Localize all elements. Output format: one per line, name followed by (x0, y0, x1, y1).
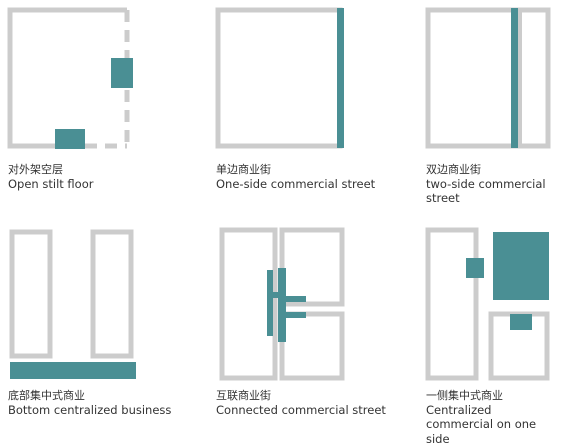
figure-connected-commercial-street (219, 227, 345, 381)
caption-en: Connected commercial street (216, 402, 386, 417)
caption-zh: 单边商业街 (216, 163, 271, 176)
caption-bottom-centralized-business: 底部集中式商业 Bottom centralized business (8, 389, 171, 417)
caption-open-stilt-floor: 对外架空层 Open stilt floor (8, 163, 93, 191)
building-outline-left (9, 229, 53, 359)
connector-spine (267, 270, 273, 336)
commercial-podium (10, 362, 136, 379)
figure-bottom-centralized-business (9, 229, 136, 379)
commercial-block-main (493, 232, 549, 300)
building-outline-top-right (279, 227, 345, 307)
figure-one-side-commercial-street (215, 7, 344, 149)
caption-en: Centralized commercial on one side (426, 402, 537, 446)
caption-zh: 互联商业街 (216, 389, 271, 402)
connector-link (267, 292, 280, 298)
connector-bridge (278, 296, 306, 302)
building-outline-bottom-right (279, 311, 345, 381)
caption-en: Bottom centralized business (8, 402, 172, 417)
building-outline (215, 7, 343, 149)
building-outline (425, 7, 551, 149)
figure-centralized-commercial-one-side (425, 227, 550, 381)
building-outline-right (90, 229, 134, 359)
caption-centralized-commercial-one-side: 一侧集中式商业 Centralized commercial on one si… (426, 389, 562, 446)
caption-two-side-commercial-street: 双边商业街 two-side commercial street (426, 163, 567, 206)
caption-en: One-side commercial street (216, 176, 376, 191)
caption-en: Open stilt floor (8, 176, 94, 191)
figure-open-stilt-floor (7, 7, 133, 149)
figure-two-side-commercial-street (425, 7, 551, 149)
commercial-strip (337, 8, 344, 148)
caption-zh: 底部集中式商业 (8, 389, 85, 402)
commercial-block-bottom (55, 129, 85, 149)
building-outline-left (219, 227, 278, 381)
commercial-block-right (111, 58, 133, 88)
caption-zh: 一侧集中式商业 (426, 389, 503, 402)
caption-en: two-side commercial street (426, 176, 546, 206)
building-outline (7, 7, 127, 149)
caption-zh: 双边商业街 (426, 163, 481, 176)
caption-one-side-commercial-street: 单边商业街 One-side commercial street (216, 163, 375, 191)
connector-spine-inner (278, 268, 286, 342)
commercial-block-bottom (510, 314, 532, 330)
caption-zh: 对外架空层 (8, 163, 63, 176)
connector-bridge-lower (278, 312, 306, 318)
commercial-strip (511, 8, 518, 148)
commercial-typology-diagram (7, 7, 551, 381)
caption-connected-commercial-street: 互联商业街 Connected commercial street (216, 389, 386, 417)
commercial-block-left (466, 258, 484, 278)
building-outline-left (425, 227, 479, 381)
